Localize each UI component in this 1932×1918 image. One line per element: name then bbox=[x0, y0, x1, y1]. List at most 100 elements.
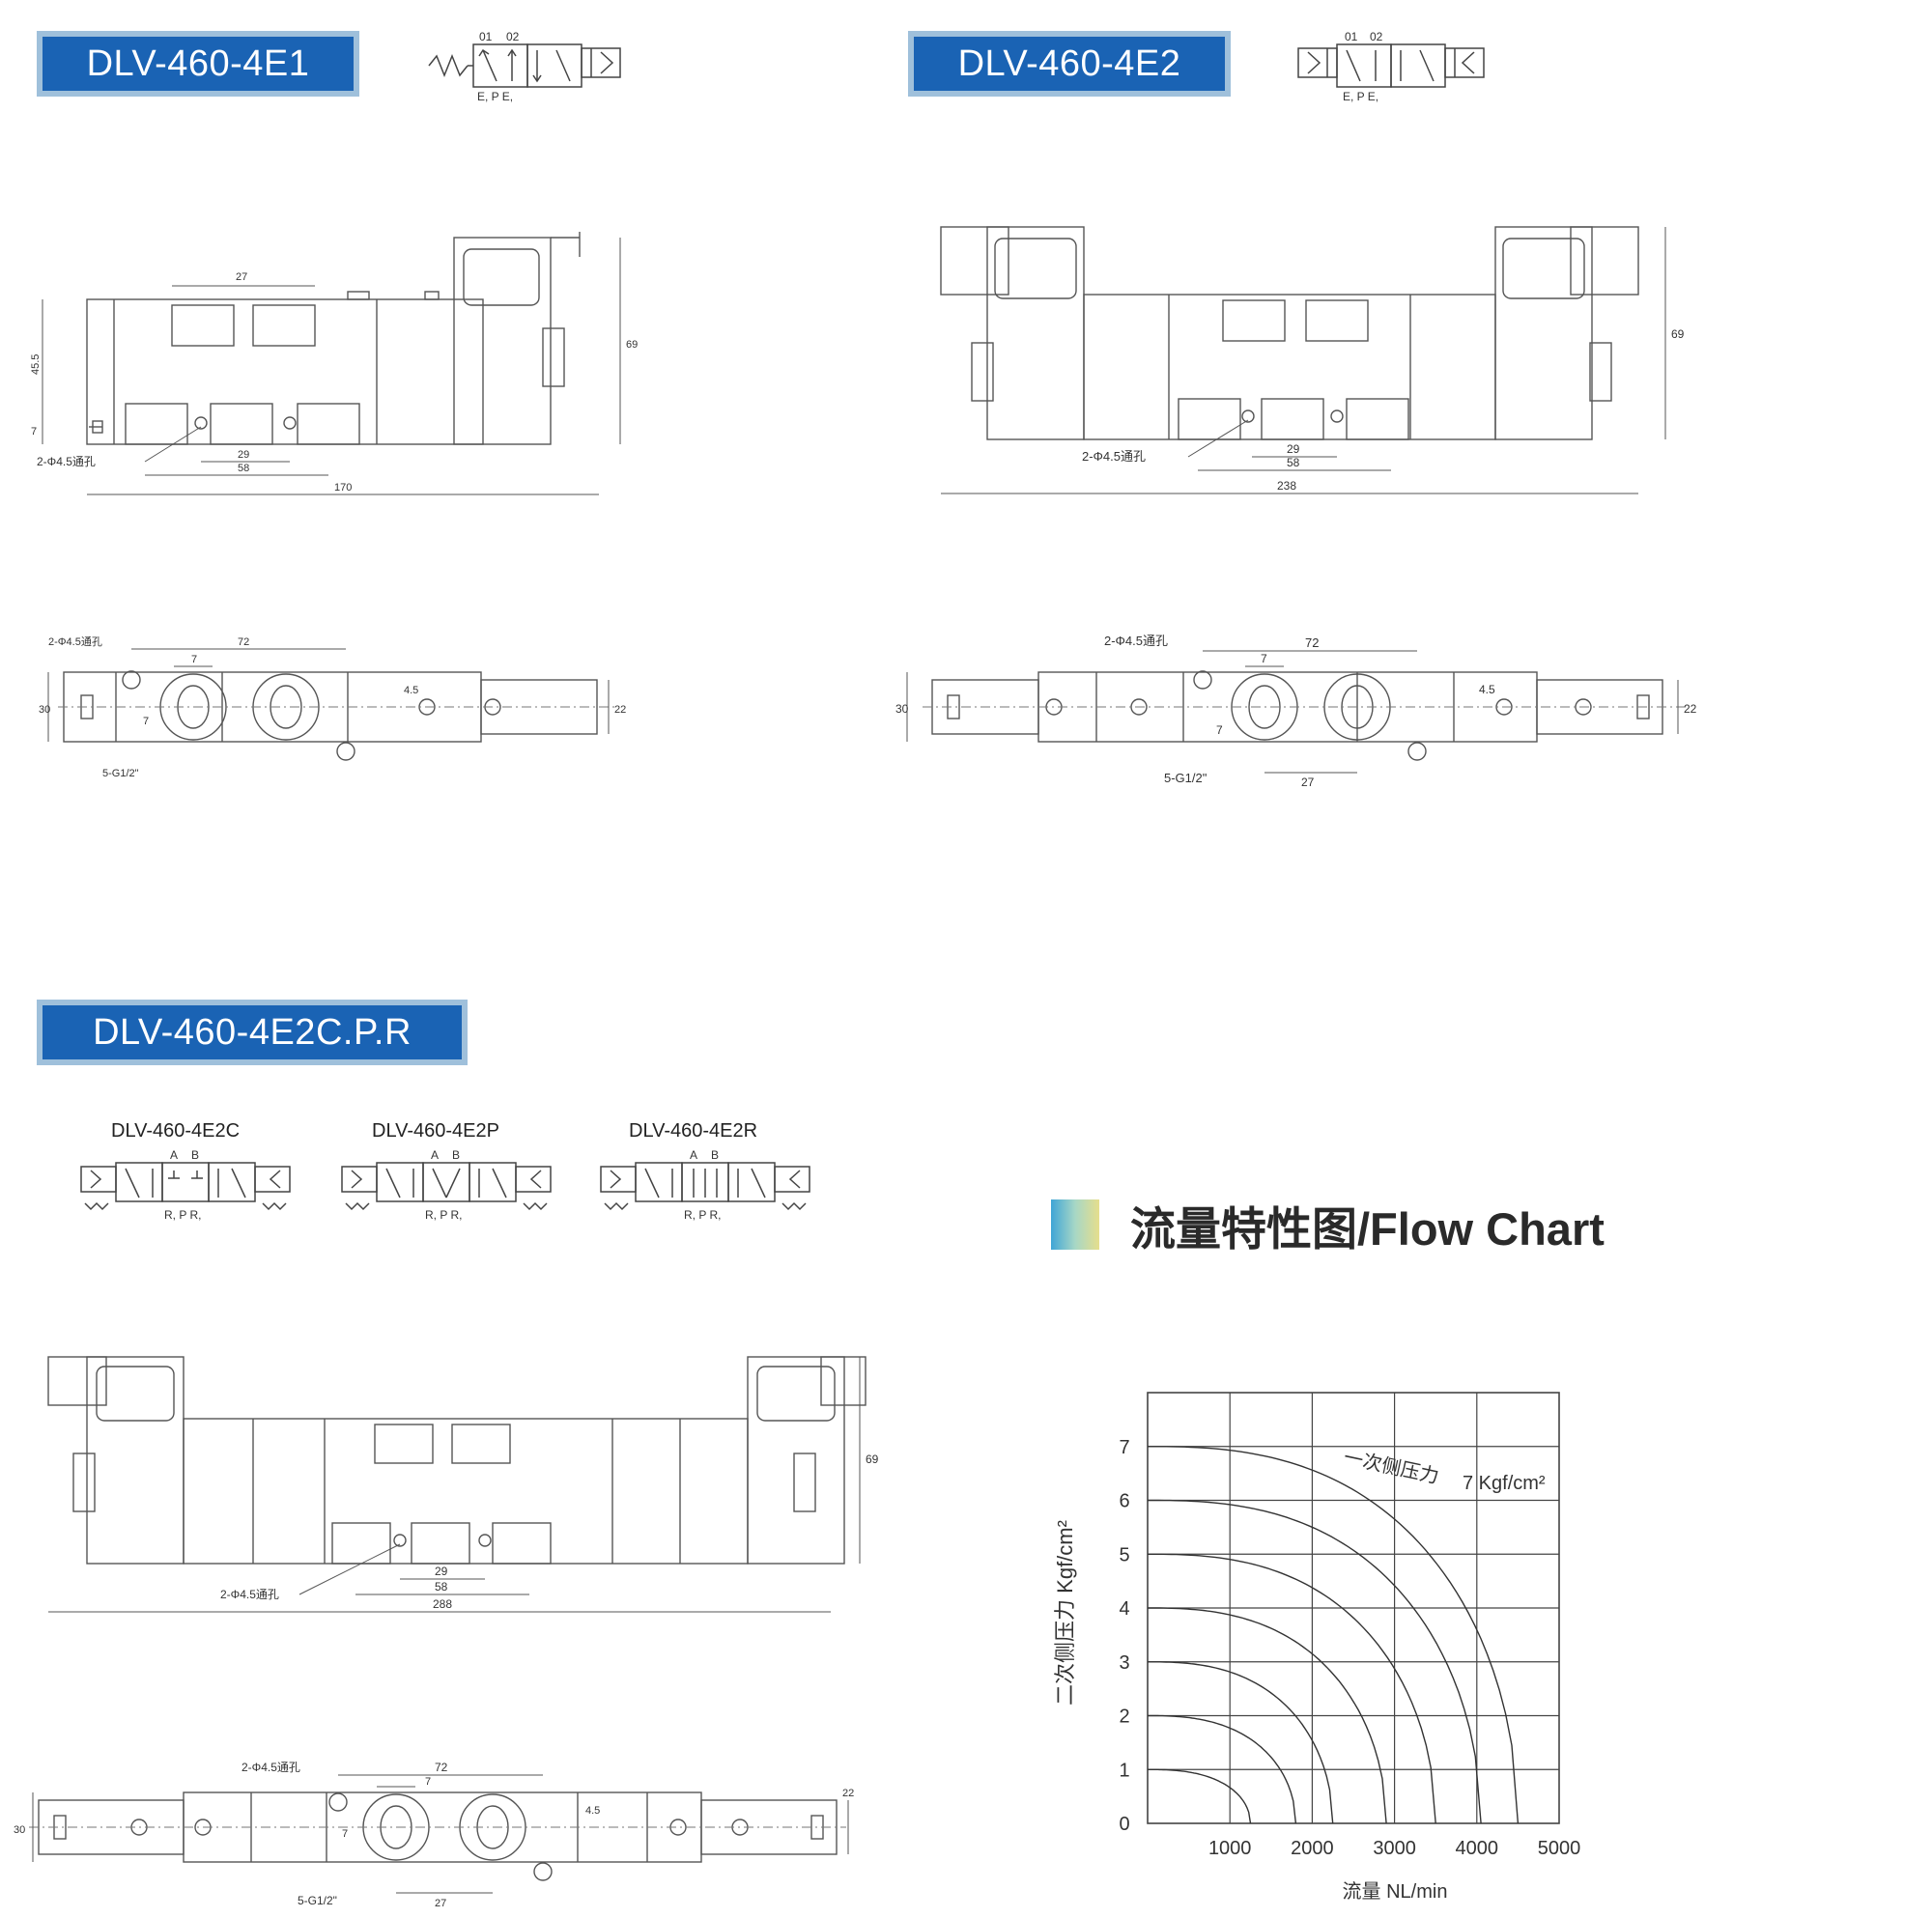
flow-chart-title: 流量特性图/Flow Chart bbox=[1130, 1202, 1605, 1255]
dim-29: 29 bbox=[435, 1565, 448, 1578]
valve-symbol-e2c: A B R, P R, bbox=[80, 1149, 291, 1222]
b-30: 30 bbox=[14, 1824, 25, 1836]
valve-drawing-e3-bottom: 2-Φ4.5通孔 72 7 30 7 4.5 22 5-G1/2" 27 bbox=[14, 1761, 854, 1909]
variant-label-p: DLV-460-4E2P bbox=[372, 1120, 499, 1142]
dim-58: 58 bbox=[238, 463, 249, 474]
section-title-badge-e2cpr: DLV-460-4E2C.P.R bbox=[37, 1000, 468, 1065]
y-tick-label: 4 bbox=[1119, 1598, 1129, 1620]
b-4-5: 4.5 bbox=[585, 1805, 600, 1817]
section-title-badge-e1: DLV-460-4E1 bbox=[37, 31, 359, 97]
port-label-b: B bbox=[191, 1149, 199, 1162]
y-tick-label: 0 bbox=[1119, 1814, 1129, 1835]
b-port: 5-G1/2" bbox=[298, 1894, 337, 1907]
variant-label-c: DLV-460-4E2C bbox=[111, 1120, 241, 1142]
section-title-e2: DLV-460-4E2 bbox=[914, 37, 1225, 91]
dim-58: 58 bbox=[1287, 456, 1300, 469]
y-tick-label: 2 bbox=[1119, 1706, 1129, 1728]
hole-callout: 2-Φ4.5通孔 bbox=[220, 1588, 279, 1601]
valve-drawing-e1-front: 27 45.5 7 69 29 58 170 2-Φ4.5通孔 bbox=[30, 232, 638, 495]
y-tick-label: 5 bbox=[1119, 1544, 1129, 1565]
b-7: 7 bbox=[191, 654, 197, 665]
dim-288: 288 bbox=[433, 1597, 452, 1611]
dim-238: 238 bbox=[1277, 479, 1296, 493]
hole-callout: 2-Φ4.5通孔 bbox=[37, 455, 96, 468]
b-4-5: 4.5 bbox=[1479, 683, 1495, 696]
dim-69: 69 bbox=[1671, 327, 1685, 341]
dim-7: 7 bbox=[31, 426, 37, 437]
port-label-02: 02 bbox=[1370, 30, 1383, 43]
x-tick-label: 5000 bbox=[1538, 1838, 1581, 1859]
x-tick-label: 1000 bbox=[1208, 1838, 1252, 1859]
valve-drawing-e1-bottom: 2-Φ4.5通孔 72 7 30 7 4.5 22 5-G1/2" bbox=[39, 635, 626, 779]
port-label-01: 01 bbox=[479, 30, 493, 43]
x-tick-label: 4000 bbox=[1456, 1838, 1499, 1859]
b-7v: 7 bbox=[1216, 723, 1223, 737]
dim-45-5: 45.5 bbox=[30, 354, 42, 375]
dim-58: 58 bbox=[435, 1580, 448, 1594]
annotation-7kgf: 7 Kgf/cm² bbox=[1463, 1473, 1546, 1494]
b-22: 22 bbox=[1684, 702, 1697, 716]
port-label-a: A bbox=[431, 1149, 439, 1162]
b-27: 27 bbox=[1301, 776, 1315, 789]
b-4-5: 4.5 bbox=[404, 685, 418, 696]
y-tick-label: 1 bbox=[1119, 1760, 1129, 1781]
dim-69: 69 bbox=[866, 1453, 879, 1466]
x-tick-label: 2000 bbox=[1291, 1838, 1334, 1859]
port-label-01: 01 bbox=[1345, 30, 1358, 43]
port-label-bottom: R, P R, bbox=[425, 1208, 462, 1222]
y-axis-label: 二次侧压力 Kgf/cm² bbox=[1053, 1520, 1077, 1706]
dim-29: 29 bbox=[238, 449, 249, 461]
dim-69: 69 bbox=[626, 339, 638, 351]
port-label-b: B bbox=[711, 1149, 719, 1162]
b-7: 7 bbox=[1261, 652, 1267, 665]
variant-label-r: DLV-460-4E2R bbox=[629, 1120, 758, 1142]
valve-drawing-e2-bottom: 2-Φ4.5通孔 72 7 30 7 4.5 22 5-G1/2" 27 bbox=[895, 634, 1697, 789]
valve-symbol-e2p: A B R, P R, bbox=[341, 1149, 552, 1222]
b-7: 7 bbox=[425, 1776, 431, 1788]
flow-curve-series bbox=[1148, 1607, 1387, 1824]
b-30: 30 bbox=[895, 702, 909, 716]
port-label-a: A bbox=[690, 1149, 697, 1162]
x-tick-label: 3000 bbox=[1373, 1838, 1416, 1859]
annotation-primary-pressure: 一次侧压力 bbox=[1342, 1446, 1441, 1487]
port-label-bottom: E, P E, bbox=[477, 90, 513, 103]
b-30: 30 bbox=[39, 704, 50, 716]
valve-drawing-e3-front: 2-Φ4.5通孔 29 58 288 69 bbox=[47, 1356, 879, 1613]
flow-curve-series bbox=[1148, 1553, 1436, 1824]
section-title-e2cpr: DLV-460-4E2C.P.R bbox=[43, 1005, 462, 1059]
b-72: 72 bbox=[238, 636, 249, 648]
b-hole: 2-Φ4.5通孔 bbox=[242, 1761, 300, 1774]
port-label-02: 02 bbox=[506, 30, 520, 43]
y-tick-label: 6 bbox=[1119, 1491, 1129, 1512]
dim-170: 170 bbox=[334, 482, 352, 494]
b-7v: 7 bbox=[342, 1828, 348, 1840]
b-port: 5-G1/2" bbox=[1164, 771, 1208, 785]
flow-chart-heading: 流量特性图/Flow Chart bbox=[1051, 1198, 1605, 1255]
y-tick-label: 3 bbox=[1119, 1652, 1129, 1674]
valve-symbol-e2: 01 02 E, P E, bbox=[1297, 30, 1485, 103]
b-27: 27 bbox=[435, 1898, 446, 1909]
heading-swatch-icon bbox=[1051, 1199, 1099, 1250]
flow-curve-series bbox=[1148, 1661, 1334, 1824]
flow-curve-series bbox=[1148, 1714, 1297, 1824]
valve-symbol-e1: 01 02 E, P E, bbox=[428, 30, 621, 103]
flow-curve-series bbox=[1148, 1768, 1252, 1824]
b-72: 72 bbox=[1305, 635, 1319, 650]
b-22: 22 bbox=[614, 704, 626, 716]
b-hole: 2-Φ4.5通孔 bbox=[48, 635, 102, 648]
port-label-b: B bbox=[452, 1149, 460, 1162]
y-tick-label: 7 bbox=[1119, 1437, 1129, 1458]
flow-curve-series bbox=[1148, 1446, 1520, 1824]
hole-callout: 2-Φ4.5通孔 bbox=[1082, 449, 1146, 464]
port-label-bottom: E, P E, bbox=[1343, 90, 1378, 103]
x-axis-label: 流量 NL/min bbox=[1343, 1880, 1448, 1903]
valve-symbol-e2r: A B R, P R, bbox=[600, 1149, 810, 1222]
port-label-bottom: R, P R, bbox=[164, 1208, 201, 1222]
b-72: 72 bbox=[435, 1761, 448, 1774]
b-hole: 2-Φ4.5通孔 bbox=[1104, 634, 1168, 648]
flow-curve-series bbox=[1148, 1499, 1482, 1824]
section-title-badge-e2: DLV-460-4E2 bbox=[908, 31, 1231, 97]
b-7v: 7 bbox=[143, 716, 149, 727]
dim-29: 29 bbox=[1287, 442, 1300, 456]
valve-drawing-e2-front: 2-Φ4.5通孔 29 58 238 69 bbox=[940, 226, 1685, 494]
